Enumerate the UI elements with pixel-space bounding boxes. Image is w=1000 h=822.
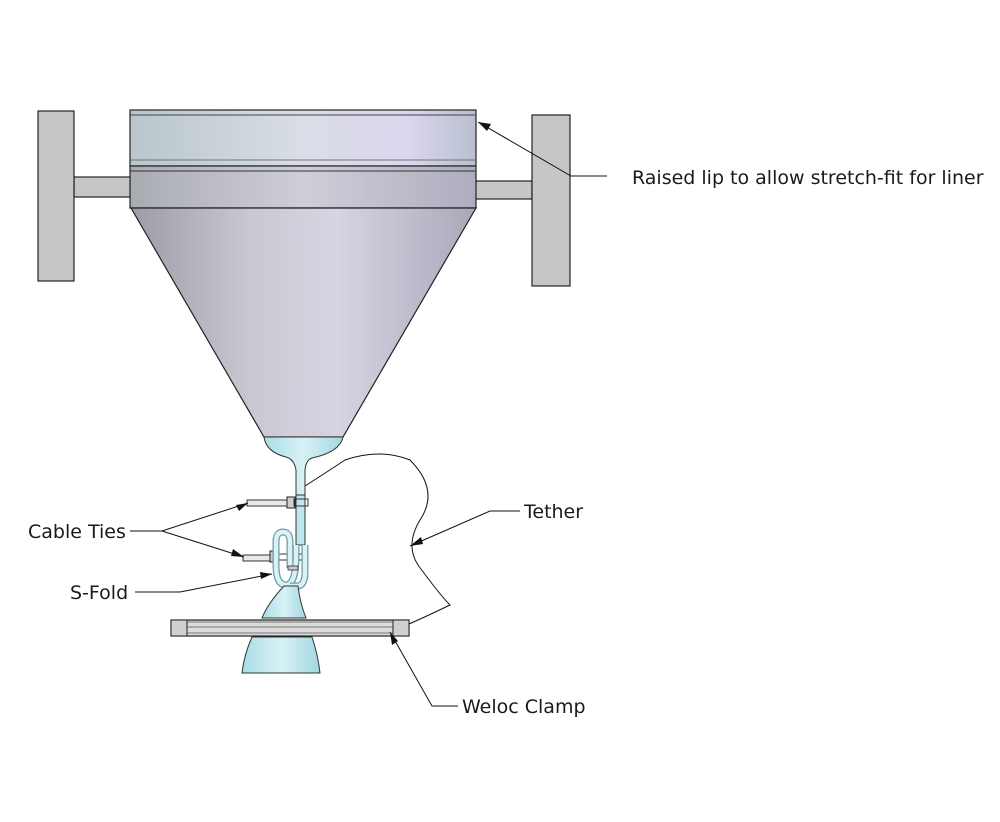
leader-cable-tie-lower — [161, 530, 245, 558]
leader-s-fold — [135, 573, 273, 593]
leader-clamp — [389, 631, 458, 707]
funnel-body — [129, 109, 478, 438]
right-mount-bracket — [473, 114, 571, 287]
outlet-tube — [263, 436, 344, 546]
funnel-cone — [129, 207, 478, 438]
label-s-fold: S-Fold — [70, 582, 128, 604]
leader-lip — [477, 121, 607, 177]
collection-flask — [241, 585, 321, 674]
leader-tether — [409, 510, 520, 547]
label-raised-lip: Raised lip to allow stretch-fit for line… — [632, 167, 984, 189]
label-tether: Tether — [523, 501, 583, 523]
left-mount-bracket — [37, 110, 135, 282]
leader-lines — [130, 121, 607, 707]
tether-string — [304, 453, 451, 625]
leader-cable-tie-upper — [130, 502, 249, 532]
label-weloc-clamp: Weloc Clamp — [462, 696, 586, 718]
label-cable-ties: Cable Ties — [28, 521, 126, 543]
cable-tie-upper — [246, 496, 309, 509]
funnel-raised-lip — [129, 109, 477, 167]
funnel-rim-band — [129, 165, 477, 209]
weloc-clamp — [170, 619, 410, 637]
